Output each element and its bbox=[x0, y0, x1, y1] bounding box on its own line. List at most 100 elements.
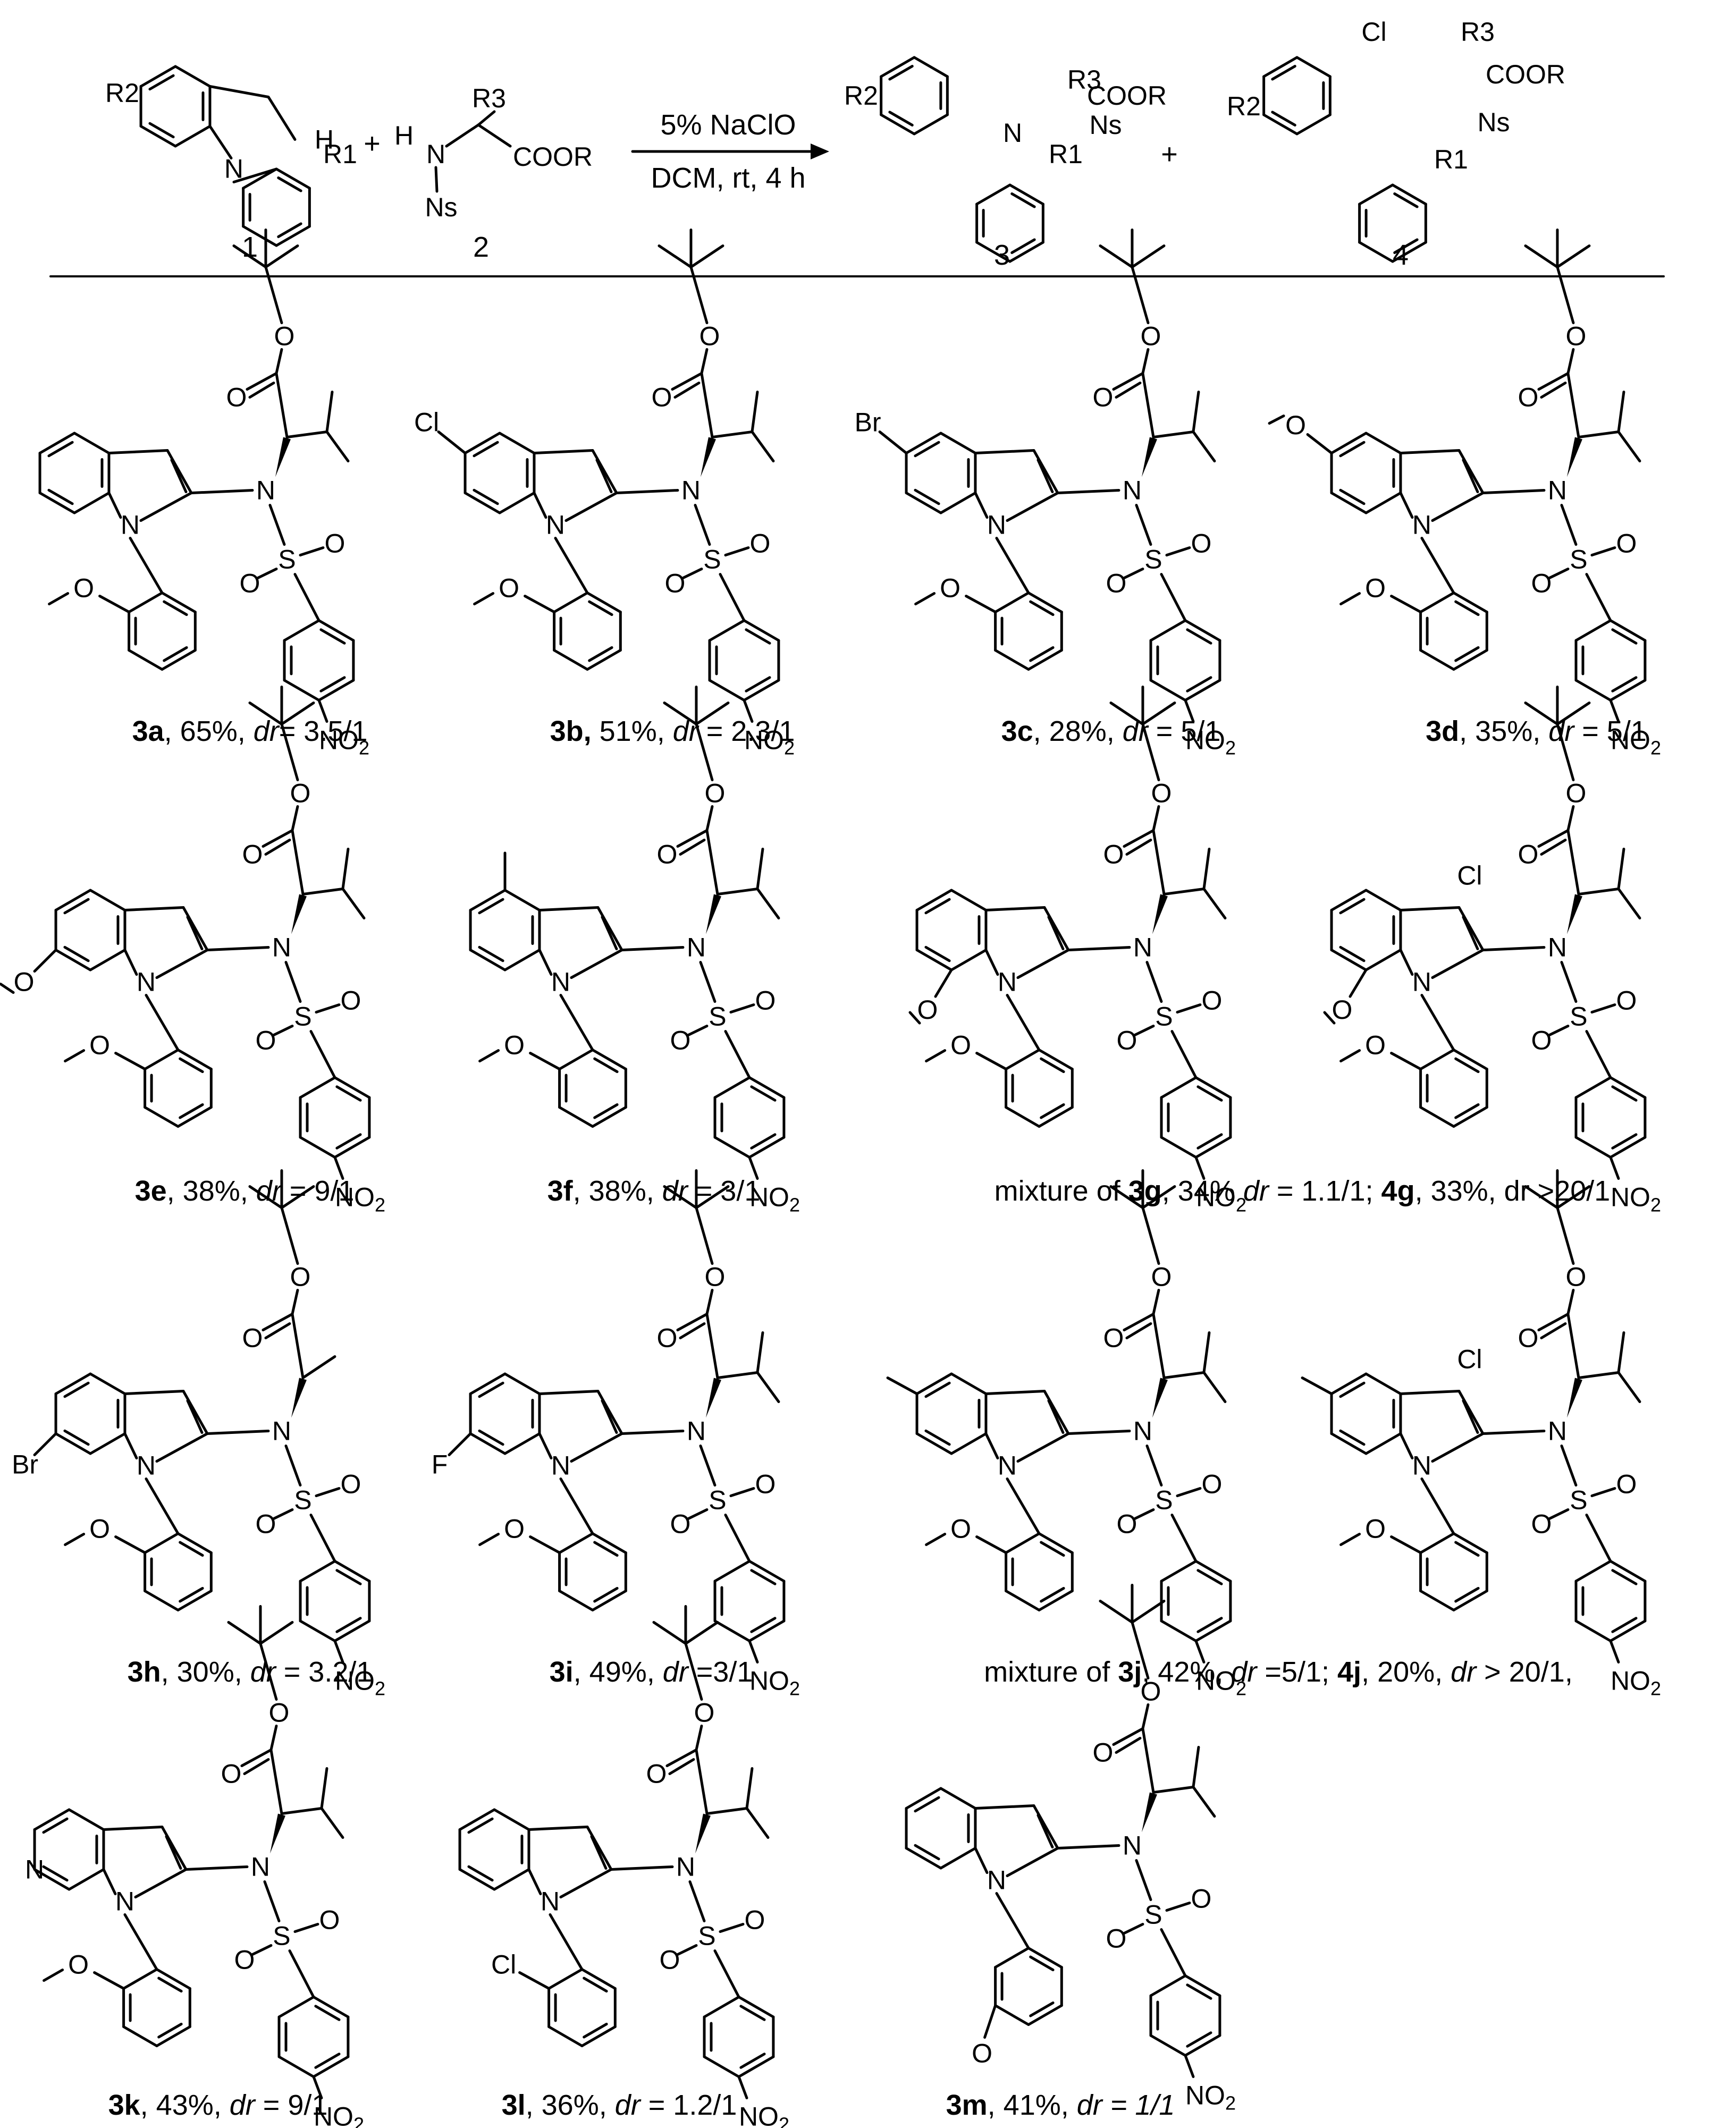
bond bbox=[939, 432, 977, 454]
bond bbox=[1016, 949, 1070, 979]
bond bbox=[1566, 348, 1575, 375]
bond bbox=[1339, 1381, 1366, 1398]
bond bbox=[1133, 1508, 1155, 1520]
bond bbox=[89, 889, 127, 911]
ester-label: COOR bbox=[513, 142, 593, 172]
bond bbox=[716, 1371, 759, 1379]
sulfur-atom: S bbox=[709, 1002, 726, 1032]
bond bbox=[699, 1445, 717, 1487]
bond bbox=[1524, 244, 1559, 268]
bond bbox=[750, 1569, 777, 1585]
bond bbox=[711, 430, 754, 438]
bond bbox=[157, 1977, 183, 1993]
bond bbox=[950, 889, 988, 911]
bond bbox=[1016, 1432, 1070, 1463]
bond bbox=[1577, 1371, 1620, 1379]
bond bbox=[134, 1868, 188, 1898]
bond bbox=[128, 649, 164, 671]
sulfur-atom: S bbox=[278, 545, 296, 575]
r2-label: R2 bbox=[105, 78, 139, 108]
methoxy-oxygen: O bbox=[940, 573, 960, 603]
bond bbox=[190, 489, 254, 494]
bond bbox=[1152, 1313, 1166, 1379]
chloro-substituent: Cl bbox=[1457, 1345, 1482, 1374]
bond bbox=[179, 1586, 204, 1603]
bond bbox=[299, 546, 325, 556]
bond bbox=[1149, 2034, 1187, 2057]
wedge-bond bbox=[1152, 894, 1168, 934]
nitro-group: NO2 bbox=[1185, 725, 1236, 759]
bond bbox=[1295, 56, 1332, 78]
bond bbox=[756, 888, 780, 919]
sulfonyl-oxygen: O bbox=[1531, 1509, 1552, 1539]
bond bbox=[975, 1052, 1008, 1070]
bond bbox=[1131, 266, 1150, 324]
bond bbox=[1609, 679, 1647, 702]
bond bbox=[1330, 1372, 1368, 1395]
bond bbox=[122, 2025, 158, 2047]
bond bbox=[33, 1808, 71, 1831]
bond bbox=[1005, 1590, 1041, 1611]
bond bbox=[676, 829, 709, 848]
bond bbox=[1123, 1313, 1155, 1331]
bond bbox=[1611, 1085, 1638, 1102]
bond bbox=[1457, 1390, 1485, 1435]
sulfur-atom: S bbox=[1144, 1900, 1162, 1930]
bond bbox=[272, 1025, 294, 1036]
bond bbox=[905, 432, 942, 454]
bond bbox=[467, 1817, 494, 1834]
bond bbox=[176, 1532, 213, 1554]
bond bbox=[1005, 1049, 1041, 1070]
bond bbox=[905, 1787, 942, 1810]
bond bbox=[1556, 723, 1575, 781]
bond bbox=[748, 1156, 759, 1180]
bond bbox=[1419, 1590, 1455, 1611]
bond bbox=[1590, 546, 1616, 556]
bond bbox=[1452, 592, 1488, 613]
bond bbox=[558, 1590, 594, 1611]
bond bbox=[965, 595, 997, 613]
bond bbox=[1306, 433, 1333, 454]
bond bbox=[713, 1136, 751, 1159]
nitro-group: NO2 bbox=[739, 2102, 789, 2128]
r3-label: R3 bbox=[472, 83, 506, 113]
bond bbox=[320, 1807, 344, 1839]
bond bbox=[319, 676, 346, 693]
amine-nitrogen: N bbox=[426, 139, 445, 169]
bond bbox=[1419, 1106, 1455, 1128]
bond bbox=[186, 1399, 204, 1434]
bond bbox=[939, 1787, 977, 1810]
bond bbox=[312, 2075, 323, 2099]
wedge-bond bbox=[705, 894, 721, 934]
bond bbox=[478, 945, 504, 962]
bond bbox=[469, 949, 507, 972]
bond bbox=[317, 679, 355, 702]
bond bbox=[1160, 1136, 1198, 1159]
bond bbox=[1027, 649, 1063, 671]
bond bbox=[1585, 573, 1612, 622]
r1-label: R1 bbox=[323, 139, 357, 169]
caption-3b: 3b, 51%, dr = 2.3/1 bbox=[550, 715, 795, 747]
bond bbox=[914, 1796, 940, 1813]
bond bbox=[1548, 1025, 1570, 1036]
bond bbox=[1192, 430, 1216, 462]
bond bbox=[333, 1076, 371, 1099]
ester-oxygen: O bbox=[704, 779, 725, 808]
indole-nitrogen: N bbox=[987, 510, 1006, 540]
sulfonamide-nitrogen: N bbox=[1123, 1831, 1142, 1861]
bond bbox=[42, 1865, 69, 1882]
carbonyl-oxygen: O bbox=[1518, 1323, 1538, 1353]
bond bbox=[1036, 1814, 1054, 1848]
bond bbox=[312, 1996, 350, 2019]
r1-label: R1 bbox=[1049, 139, 1083, 169]
wedge-bond bbox=[269, 1813, 285, 1854]
ester-oxygen: O bbox=[694, 1698, 714, 1728]
bond bbox=[107, 492, 122, 519]
ester-oxygen: O bbox=[1565, 779, 1586, 808]
bond bbox=[1540, 382, 1567, 399]
bond bbox=[248, 382, 275, 399]
